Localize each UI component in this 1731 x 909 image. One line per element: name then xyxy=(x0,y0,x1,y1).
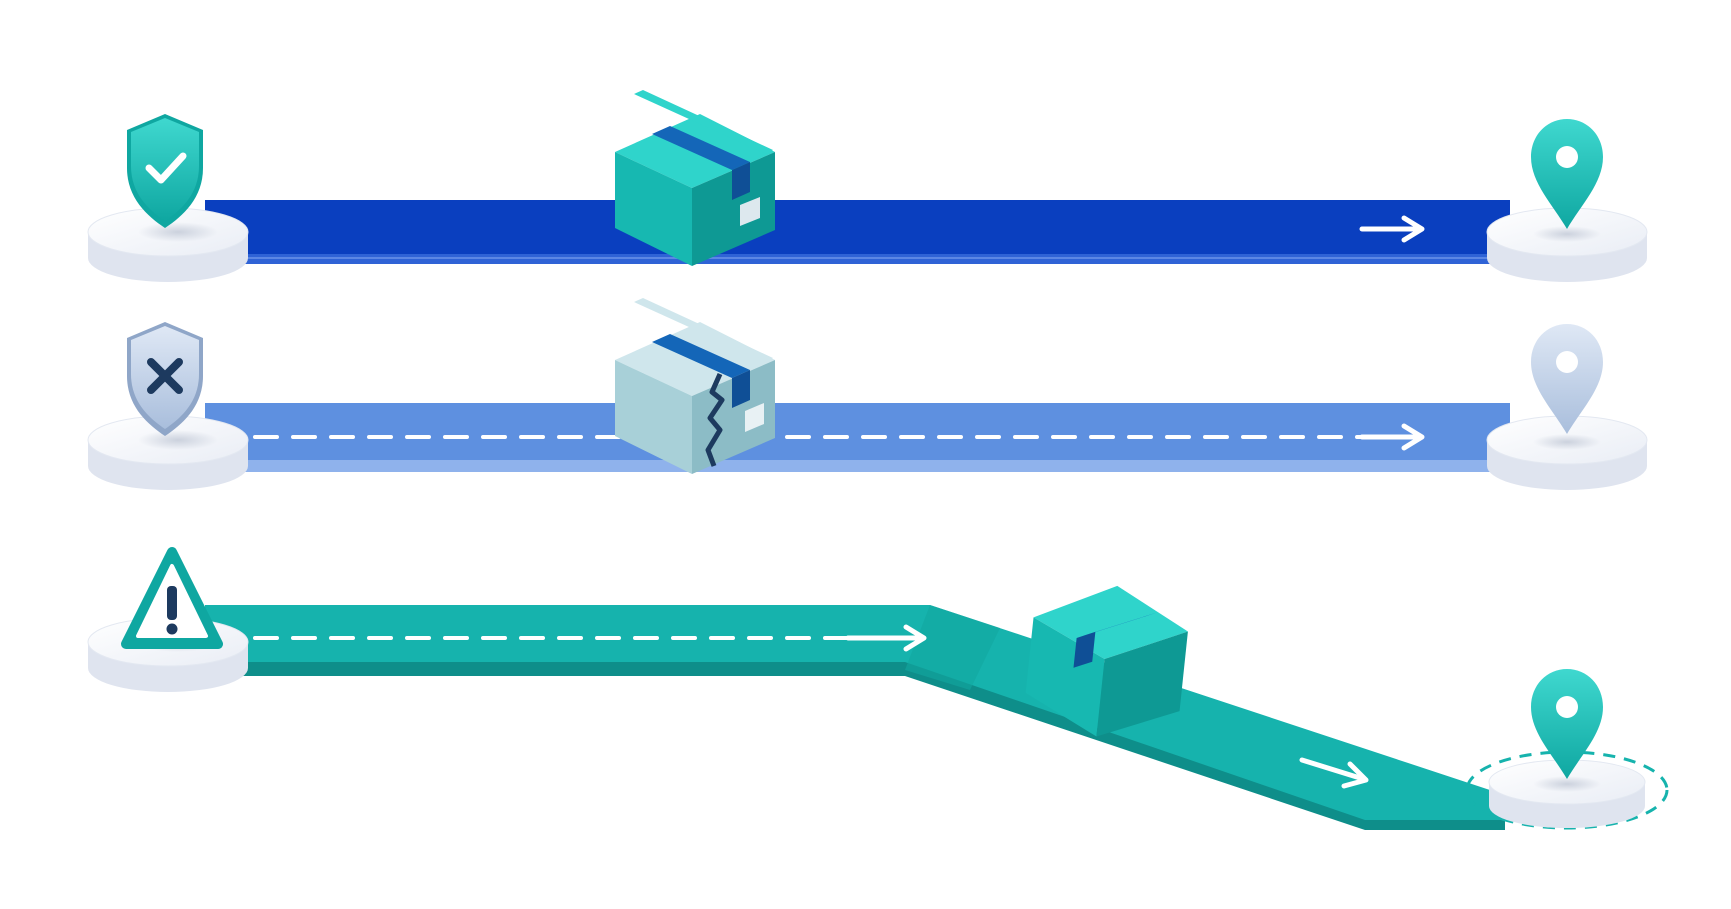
end-platform xyxy=(1488,759,1646,828)
tilted-box-icon xyxy=(1025,585,1188,737)
location-pin-muted-icon xyxy=(1531,324,1603,434)
route-failed xyxy=(87,298,1648,490)
damaged-box-icon xyxy=(615,298,775,474)
shield-check-icon xyxy=(127,114,203,228)
end-platform xyxy=(1486,207,1648,282)
start-platform xyxy=(87,415,249,490)
rerouted-track xyxy=(205,605,1505,830)
arrow-right-icon xyxy=(1359,215,1425,243)
arrow-right-icon xyxy=(845,624,927,652)
arrow-right-icon xyxy=(1359,423,1425,451)
arrow-right-icon xyxy=(1299,757,1369,789)
failed-track xyxy=(205,403,1510,472)
secure-track xyxy=(205,200,1510,264)
location-pin-icon xyxy=(1531,669,1603,779)
location-pin-icon xyxy=(1531,119,1603,229)
route-rerouted xyxy=(87,547,1669,830)
shield-x-icon xyxy=(127,322,203,436)
route-secure xyxy=(87,90,1648,282)
start-platform xyxy=(87,207,249,282)
warning-triangle-icon xyxy=(121,547,223,649)
intact-box-icon xyxy=(615,90,775,266)
